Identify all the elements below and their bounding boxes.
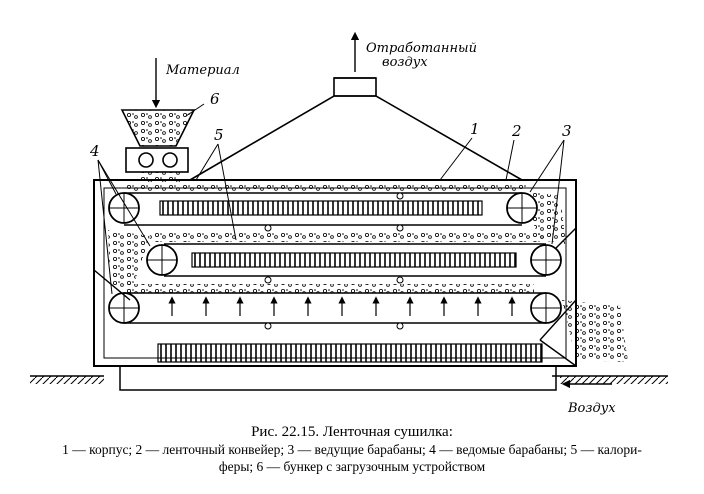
air-outlet-marker [264,322,272,330]
caption-title: Рис. 22.15. Ленточная сушилка: [251,424,453,440]
callout-2: 2 [511,122,522,140]
heater-bank [157,343,543,363]
feed-hopper [120,109,196,182]
air-outlet-marker [396,224,404,232]
guide-plates [93,227,577,367]
callout-6: 6 [210,90,220,108]
heater-bank [191,252,517,268]
belt-dryer-diagram: Материал Отработанный воздух Воздух 1 2 … [30,31,668,416]
airflow-arrows [168,296,516,316]
exhaust-hood [189,77,523,181]
callout-5: 5 [214,126,224,144]
exhaust-air-label-line1: Отработанный [366,41,477,56]
air-outlet-marker [396,322,404,330]
callout-leaders [97,103,565,295]
caption-legend-line-1: 1 — корпус; 2 — ленточный конвейер; 3 — … [62,442,642,457]
heater-bank [159,200,483,216]
heaters [157,192,543,363]
material-label: Материал [165,63,240,78]
air-outlet-marker [396,276,404,284]
figure-caption: Рис. 22.15. Ленточная сушилка: 1 — корпу… [0,424,704,475]
exhaust-air-label-line2: воздух [382,55,428,70]
callout-4: 4 [89,142,100,160]
conveyor-belts [124,192,546,324]
ground-line [30,375,668,384]
air-outlet-marker [396,192,404,200]
air-label: Воздух [567,401,616,416]
air-outlet-marker [264,224,272,232]
air-outlet-marker [264,276,272,284]
drive-drums [506,192,562,324]
callout-3: 3 [562,122,572,140]
caption-legend-line-2: феры; 6 — бункер с загрузочным устройств… [218,459,486,474]
callout-1: 1 [470,120,480,138]
